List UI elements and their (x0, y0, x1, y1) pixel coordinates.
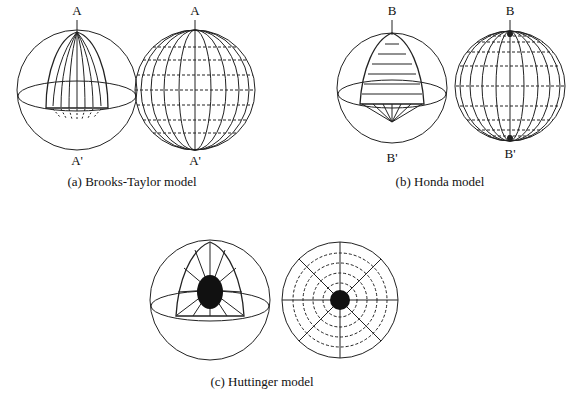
pole-label: B (506, 3, 515, 18)
huttinger-disc (282, 242, 398, 358)
huttinger-cutaway (150, 240, 270, 360)
pole-label: B' (504, 146, 515, 161)
honda-cutaway (337, 20, 447, 143)
pole-label: A (190, 3, 199, 18)
figure-caption: (a) Brooks-Taylor model (67, 174, 196, 189)
pole-label: A' (189, 153, 201, 168)
pole-label: B' (386, 150, 397, 165)
brooks-taylor-globe (135, 20, 255, 150)
brooks-taylor-cutaway (17, 20, 137, 150)
figure-caption: (b) Honda model (396, 174, 485, 189)
figure-caption: (c) Huttinger model (210, 374, 313, 389)
pole-label: A (72, 3, 81, 18)
honda-globe (455, 20, 565, 141)
pole-label: B (388, 3, 397, 18)
pole-label: A' (71, 153, 83, 168)
